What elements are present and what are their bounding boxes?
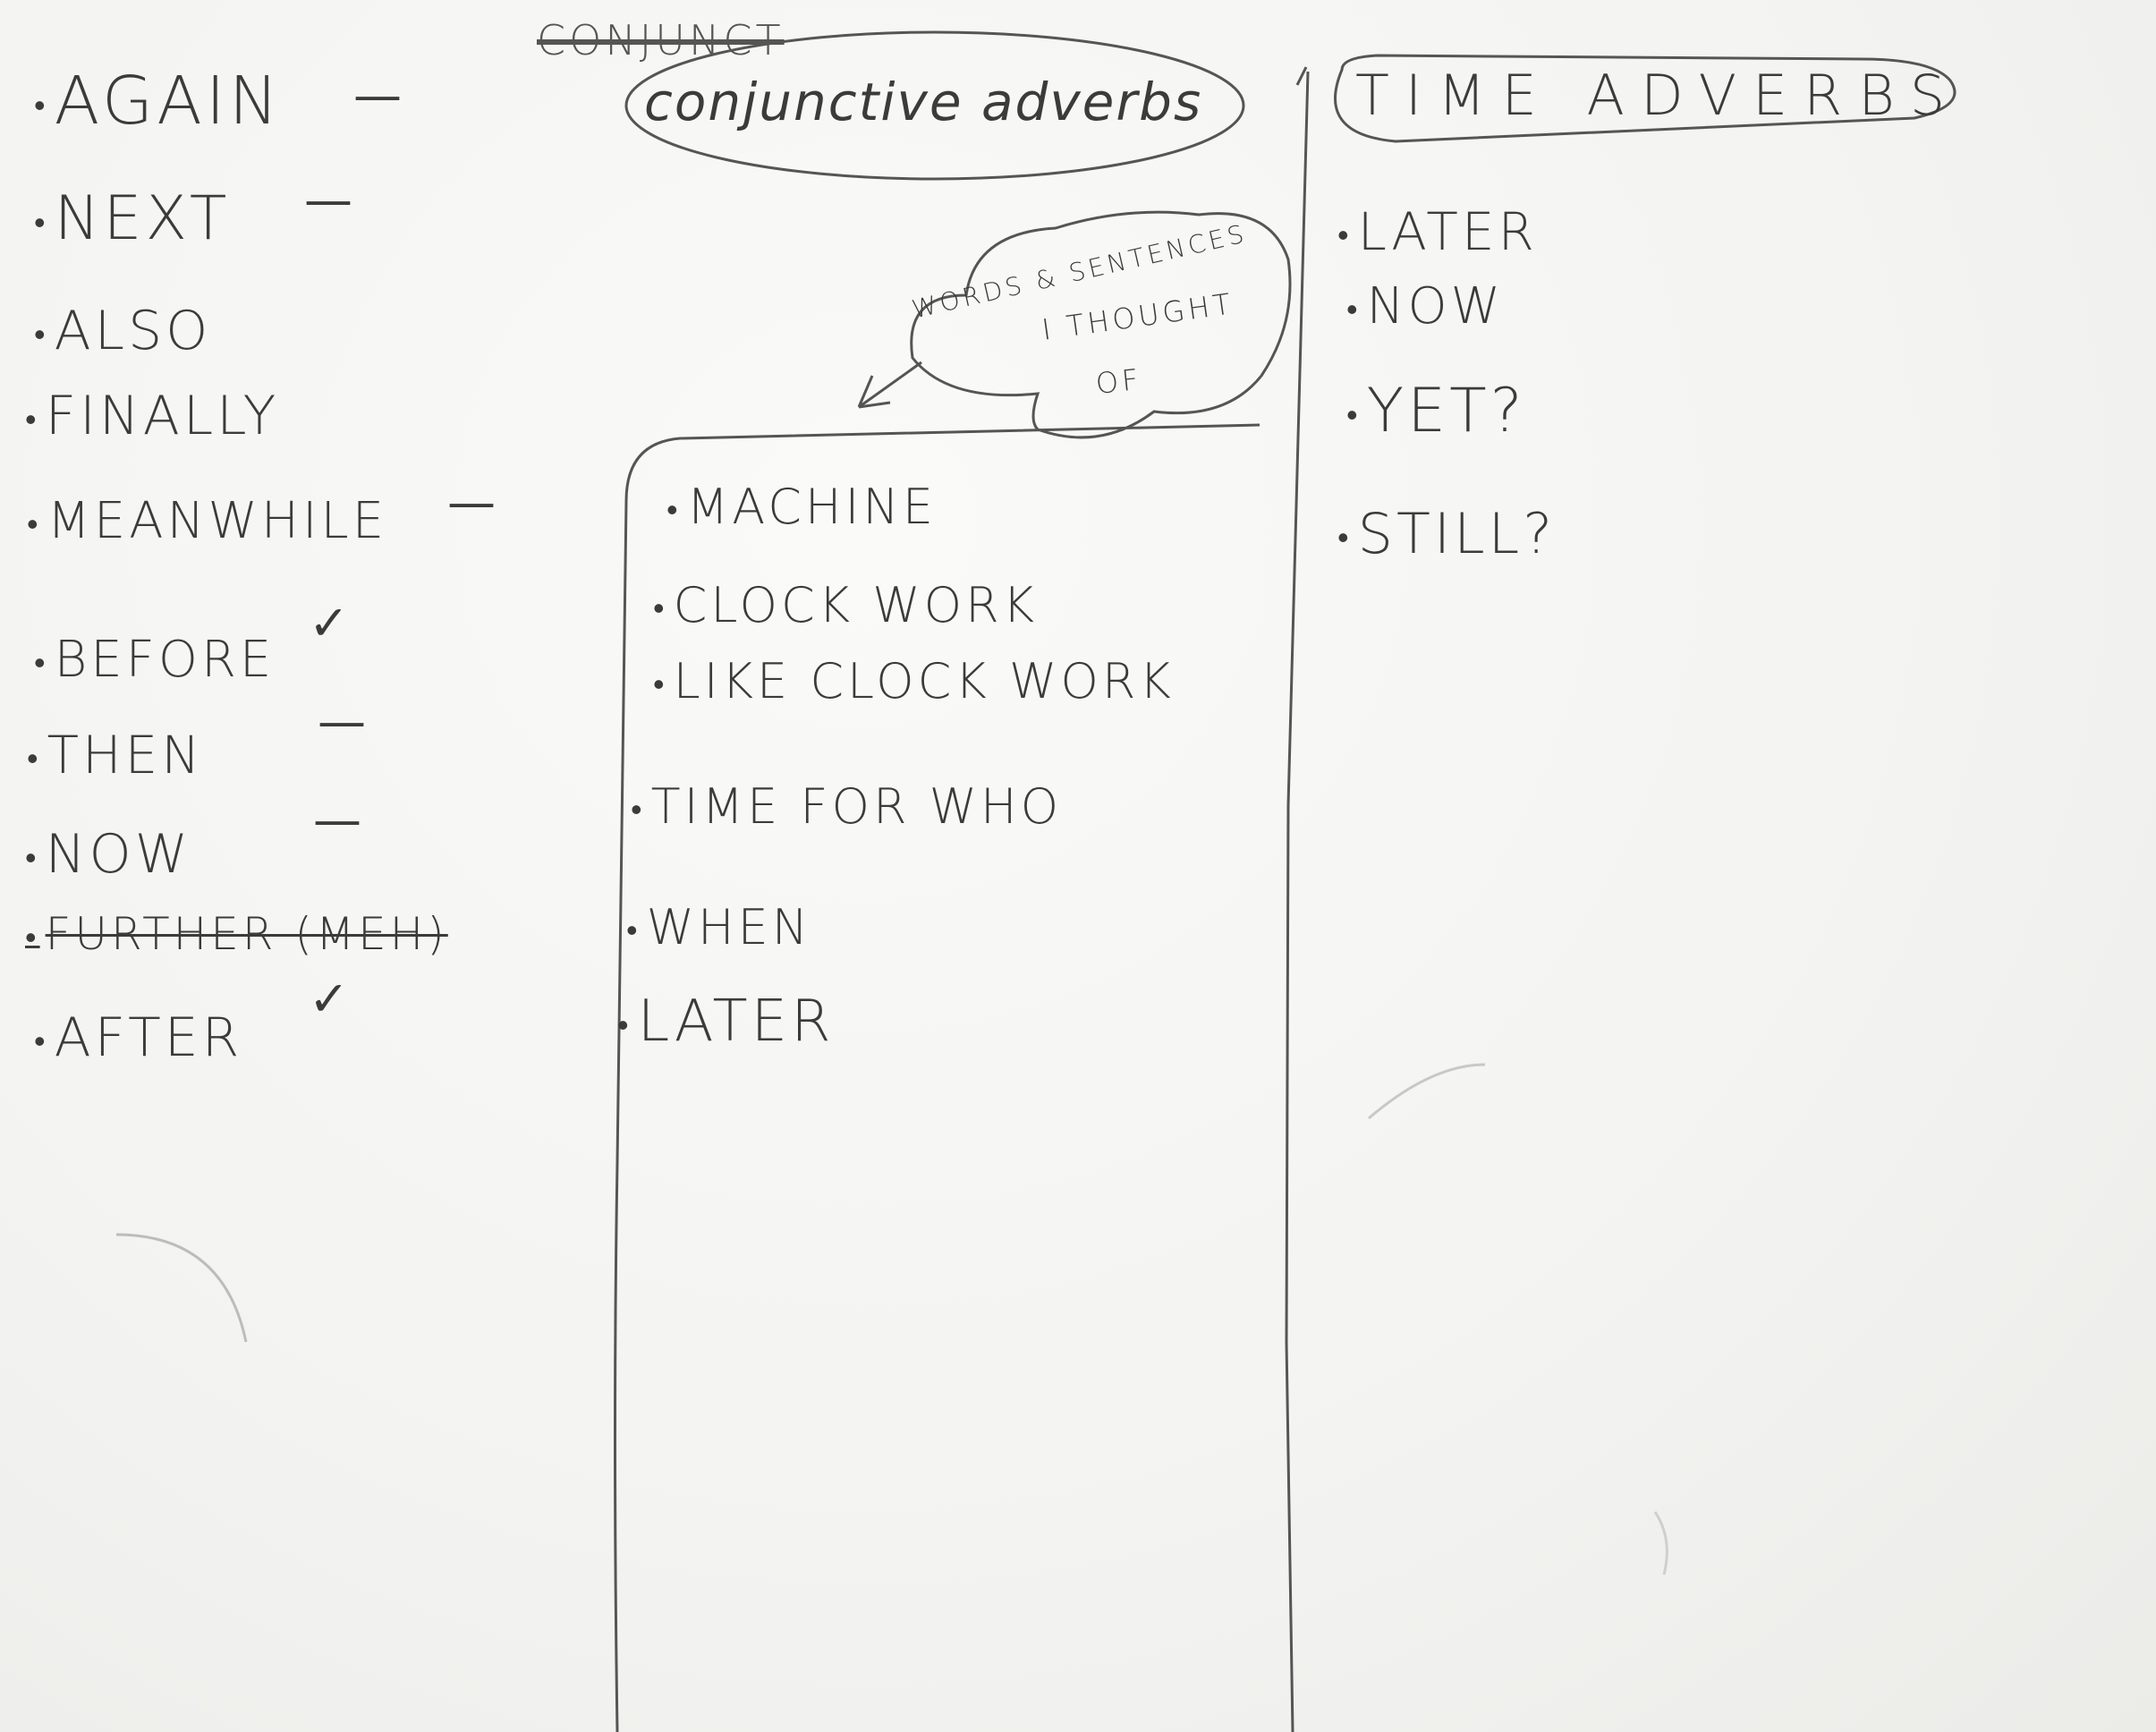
dash-mark: — xyxy=(318,693,366,750)
list-item: CLOCK WORK xyxy=(653,577,1038,633)
right-heading: TIME ADVERBS xyxy=(1355,63,1962,128)
list-item: NOW xyxy=(25,823,191,886)
list-item: THEN xyxy=(27,725,204,785)
column-divider xyxy=(1285,71,1310,1732)
list-item: BEFORE xyxy=(34,631,275,689)
list-item: WHEN xyxy=(626,899,811,955)
check-mark: ✓ xyxy=(309,595,350,651)
time-heading-oval xyxy=(1334,54,1957,143)
list-item-struck: FURTHER (MEH) xyxy=(25,908,448,960)
list-item: LATER xyxy=(1337,201,1538,262)
list-item: TIME FOR WHO xyxy=(631,778,1062,835)
list-item: ALSO xyxy=(34,300,211,362)
list-item: MACHINE xyxy=(666,479,937,535)
middle-box xyxy=(614,423,1260,1732)
list-item: LIKE CLOCK WORK xyxy=(653,653,1175,709)
callout-arrow xyxy=(857,361,922,409)
callout-cloud xyxy=(910,210,1292,439)
dash-mark: — xyxy=(353,67,402,123)
check-mark: ✓ xyxy=(309,971,350,1027)
scribbled-heading: CONJUNCT xyxy=(537,16,785,64)
list-item: FINALLY xyxy=(25,385,279,447)
callout-line-3: OF xyxy=(1094,361,1144,401)
list-item: NOW xyxy=(1346,277,1504,335)
list-item: LATER xyxy=(617,989,835,1055)
list-item: MEANWHILE xyxy=(27,492,387,550)
dash-mark: — xyxy=(447,474,496,531)
conjunctive-heading-oval xyxy=(624,30,1245,181)
list-item: STILL? xyxy=(1337,501,1556,566)
list-item: AGAIN xyxy=(34,63,282,140)
list-item: NEXT xyxy=(34,183,230,254)
list-item: AFTER xyxy=(34,1006,242,1069)
middle-heading: conjunctive adverbs xyxy=(644,72,1203,132)
dash-mark: — xyxy=(304,172,352,228)
dash-mark: — xyxy=(313,792,361,848)
list-item: YET? xyxy=(1346,376,1526,446)
